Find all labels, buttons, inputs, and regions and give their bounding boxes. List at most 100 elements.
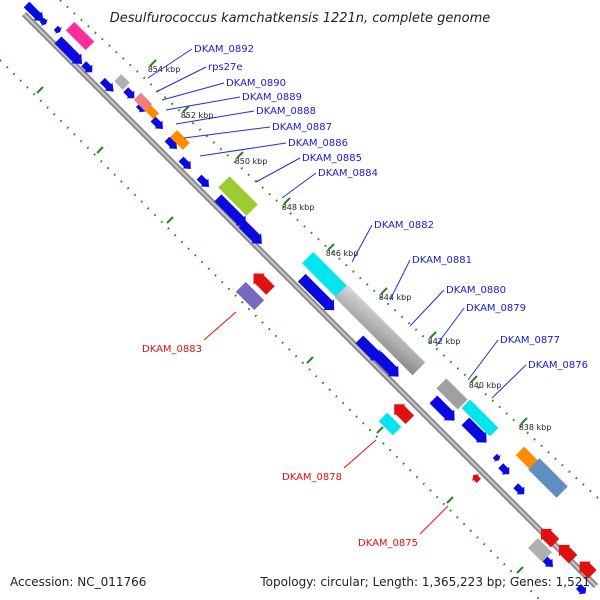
forward-gene-arrow[interactable] [213, 193, 251, 231]
forward-gene-arrow[interactable] [80, 60, 96, 76]
gene-label-link[interactable]: DKAM_0878 [282, 472, 342, 483]
gene-label-link[interactable]: DKAM_0881 [412, 255, 472, 266]
tick-mark [236, 151, 244, 159]
forward-gene-arrow[interactable] [372, 350, 404, 382]
map-title: Desulfurococcus kamchatkensis 1221n, com… [110, 11, 491, 26]
tick-mark [306, 356, 314, 364]
forward-gene-arrow[interactable] [354, 334, 386, 366]
highlight-gene-box[interactable] [334, 284, 426, 376]
reverse-gene-arrow[interactable] [470, 472, 483, 485]
highlight-gene-box[interactable] [515, 446, 539, 470]
label-leader-line [255, 157, 301, 183]
tick-mark [376, 426, 384, 434]
forward-gene-arrow[interactable] [497, 462, 513, 478]
highlight-gene-box[interactable] [235, 281, 265, 311]
label-leader-line [199, 142, 287, 157]
forward-gene-arrow[interactable] [491, 452, 502, 463]
tick-mark [166, 216, 174, 224]
gene-label-link[interactable]: DKAM_0889 [242, 92, 302, 103]
highlight-gene-box[interactable] [114, 74, 130, 90]
gene-label-link[interactable]: DKAM_0883 [142, 344, 202, 355]
label-leader-line [419, 505, 449, 535]
highlight-gene-box[interactable] [301, 251, 351, 301]
forward-gene-arrow[interactable] [512, 482, 528, 498]
tick-mark [429, 331, 437, 339]
reverse-gene-arrow[interactable] [248, 268, 276, 296]
gene-label-link[interactable]: DKAM_0875 [358, 538, 418, 549]
kbp-tick-label: 840 kbp [469, 381, 502, 390]
gene-label-link[interactable]: DKAM_0877 [500, 335, 560, 346]
forward-gene-arrow[interactable] [98, 76, 117, 95]
forward-gene-arrow[interactable] [22, 0, 47, 25]
forward-gene-arrow[interactable] [575, 583, 590, 598]
gene-label-link[interactable]: DKAM_0876 [528, 360, 588, 371]
highlight-gene-box[interactable] [170, 130, 190, 150]
highlight-gene-box[interactable] [436, 378, 468, 410]
tick-mark [96, 146, 104, 154]
highlight-gene-box[interactable] [133, 92, 153, 112]
label-leader-line [435, 307, 465, 347]
label-leader-line [409, 289, 445, 327]
forward-gene-arrow[interactable] [53, 35, 87, 69]
label-leader-line [343, 439, 377, 469]
accession-text: Accession: NC_011766 [10, 575, 146, 589]
kbp-tick-label: 852 kbp [181, 111, 214, 120]
kbp-tick-label: 844 kbp [379, 293, 412, 302]
gene-label-link[interactable]: DKAM_0888 [256, 106, 316, 117]
gene-label-link[interactable]: DKAM_0879 [466, 303, 526, 314]
label-leader-line [147, 48, 193, 79]
gene-label-link[interactable]: DKAM_0882 [374, 220, 434, 231]
highlight-gene-box[interactable] [144, 104, 160, 120]
kbp-tick-label: 838 kbp [519, 423, 552, 432]
forward-gene-arrow[interactable] [38, 16, 49, 27]
label-leader-line [155, 66, 207, 93]
gene-features [22, 0, 597, 598]
gene-label-link[interactable]: DKAM_0890 [226, 78, 286, 89]
tick-mark [36, 86, 44, 94]
gene-label-link[interactable]: DKAM_0884 [318, 168, 378, 179]
tick-mark [149, 59, 157, 67]
label-leader-line [389, 259, 411, 301]
forward-gene-arrow[interactable] [460, 416, 492, 448]
reverse-gene-arrow[interactable] [389, 399, 416, 426]
highlight-gene-box[interactable] [65, 21, 95, 51]
label-leader-line [183, 126, 271, 139]
gene-label-link[interactable]: DKAM_0886 [288, 138, 348, 149]
gene-label-link[interactable]: DKAM_0892 [194, 44, 254, 55]
forward-gene-arrow[interactable] [237, 219, 267, 249]
forward-gene-arrow[interactable] [52, 24, 63, 35]
label-leader-line [281, 172, 317, 199]
reverse-gene-arrow[interactable] [553, 539, 578, 564]
forward-gene-arrow[interactable] [163, 135, 181, 153]
gene-label-link[interactable]: DKAM_0885 [302, 153, 362, 164]
highlight-gene-box[interactable] [378, 412, 402, 436]
highlight-gene-box[interactable] [527, 537, 553, 563]
forward-gene-arrow[interactable] [428, 394, 460, 426]
gene-label-link[interactable]: DKAM_0880 [446, 285, 506, 296]
highlight-gene-box[interactable] [218, 176, 258, 216]
gene-label-link[interactable]: DKAM_0887 [272, 122, 332, 133]
kbp-tick-label: 846 kbp [326, 249, 359, 258]
tick-mark [380, 287, 388, 295]
genome-backbone [21, 11, 599, 589]
label-leader-line [161, 82, 225, 101]
genome-summary-text: Topology: circular; Length: 1,365,223 bp… [259, 575, 590, 589]
tick-mark [516, 566, 524, 574]
forward-gene-arrow[interactable] [296, 272, 339, 315]
forward-gene-arrow[interactable] [122, 86, 138, 102]
forward-gene-arrow[interactable] [195, 173, 213, 191]
highlight-gene-box[interactable] [461, 399, 499, 437]
tick-mark [327, 243, 335, 251]
kbp-tick-label: 850 kbp [235, 157, 268, 166]
gene-label-link[interactable]: rps27e [208, 62, 243, 73]
reverse-gene-arrow[interactable] [535, 523, 560, 548]
forward-gene-arrow[interactable] [177, 155, 195, 173]
label-leader-line [175, 110, 255, 125]
forward-gene-arrow[interactable] [149, 115, 167, 133]
label-leader-line [467, 339, 499, 381]
tick-mark [182, 105, 190, 113]
highlight-gene-box[interactable] [528, 458, 568, 498]
tick-mark [470, 375, 478, 383]
